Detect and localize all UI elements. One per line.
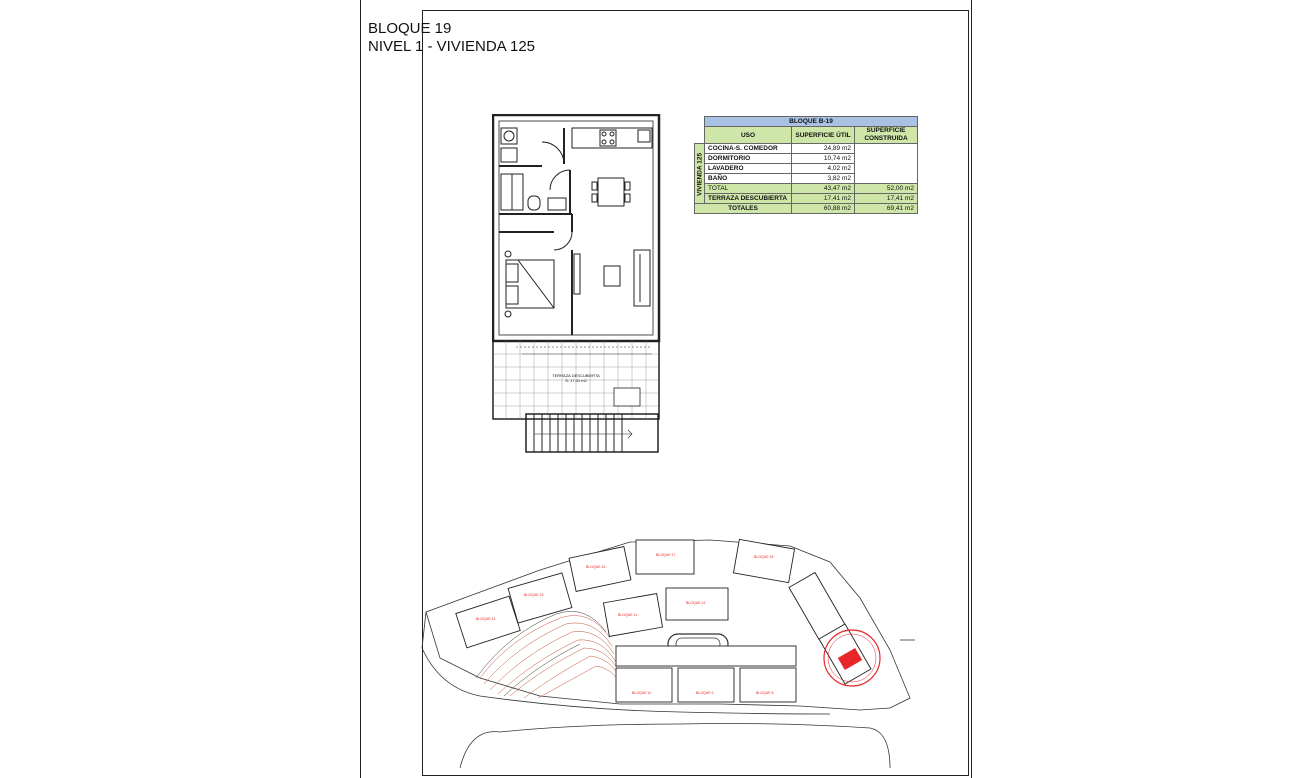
row-construida: 52,00 m2 <box>854 183 918 194</box>
drawing-sheet <box>360 0 972 778</box>
svg-text:BLOQUE 8: BLOQUE 8 <box>756 691 774 695</box>
svg-text:BLOQUE 11: BLOQUE 11 <box>618 613 637 617</box>
row-uso: LAVADERO <box>704 163 792 174</box>
floor-plan: TERRAZA DESCUBIERTA S: 17,41 m2 <box>492 114 661 453</box>
interior-wall-line <box>498 120 654 336</box>
svg-text:BLOQUE 16: BLOQUE 16 <box>586 565 606 569</box>
table-block-header: BLOQUE B-19 <box>704 116 918 127</box>
table-row: VIVIENDA 125 COCINA-S. COMEDOR 24,89 m2 <box>694 143 918 204</box>
row-util: 17,41 m2 <box>791 193 855 204</box>
highlight-circle <box>823 629 881 687</box>
site-block <box>635 539 695 575</box>
table-row: TERRAZA DESCUBIERTA 17,41 m2 17,41 m2 <box>695 193 918 204</box>
sofa <box>633 249 651 307</box>
kitchen-sink <box>637 129 651 143</box>
svg-text:BLOQUE 12: BLOQUE 12 <box>686 601 706 605</box>
svg-text:BLOQUE 18: BLOQUE 18 <box>754 555 774 559</box>
row-util: 10,74 m2 <box>791 153 855 164</box>
site-block <box>507 572 573 624</box>
col-uso: USO <box>704 126 792 144</box>
table-totals-row: TOTALES 60,88 m2 69,41 m2 <box>694 203 918 214</box>
col-util: SUPERFICIE ÚTIL <box>791 126 855 144</box>
table-row: TOTAL 43,47 m2 52,00 m2 <box>695 183 918 194</box>
toilet <box>527 195 541 211</box>
bath-sink <box>547 197 567 211</box>
sheet-title: BLOQUE 19 NIVEL 1 - VIVIENDA 125 <box>368 20 535 56</box>
stairs <box>525 413 659 453</box>
row-uso: DORMITORIO <box>704 153 792 164</box>
totals-label: TOTALES <box>694 203 792 214</box>
boiler <box>500 147 518 163</box>
row-construida-empty <box>854 143 918 184</box>
site-block <box>615 645 797 667</box>
site-block <box>568 546 632 592</box>
cooktop <box>599 129 617 147</box>
dining-table <box>597 177 625 207</box>
row-util: 4,02 m2 <box>791 163 855 174</box>
level-dwelling-title: NIVEL 1 - VIVIENDA 125 <box>368 38 536 55</box>
drawing-frame <box>422 10 969 776</box>
site-block <box>602 593 664 637</box>
svg-text:BLOQUE 10: BLOQUE 10 <box>632 691 652 695</box>
block-title: BLOQUE 19 <box>368 20 452 37</box>
totals-util: 60,88 m2 <box>791 203 855 214</box>
row-util: 3,82 m2 <box>791 173 855 184</box>
dwelling-side-label: VIVIENDA 125 <box>694 143 705 204</box>
row-util: 24,89 m2 <box>791 143 855 154</box>
totals-construida: 69,41 m2 <box>854 203 918 214</box>
row-uso: TERRAZA DESCUBIERTA <box>704 193 792 204</box>
svg-text:BLOQUE 15: BLOQUE 15 <box>524 593 544 597</box>
site-block <box>739 667 797 703</box>
row-uso: TOTAL <box>704 183 792 194</box>
area-table: BLOQUE B-19 USO SUPERFICIE ÚTIL SUPERFIC… <box>694 116 918 214</box>
col-construida: SUPERFICIE CONSTRUIDA <box>854 126 918 144</box>
row-uso: BAÑO <box>704 173 792 184</box>
bed <box>505 259 555 309</box>
washing-machine <box>500 127 518 145</box>
site-boundary <box>425 539 911 711</box>
site-block <box>732 538 796 584</box>
site-block <box>615 667 673 703</box>
site-block <box>665 587 729 621</box>
wardrobe <box>573 253 581 295</box>
kitchen-counter <box>571 127 653 149</box>
terrain-contours <box>479 615 623 699</box>
site-plan: BLOQUE 14 BLOQUE 15 BLOQUE 16 BLOQUE 17 … <box>421 538 915 769</box>
terrace-label: TERRAZA DESCUBIERTA <box>552 373 600 378</box>
svg-text:BLOQUE 17: BLOQUE 17 <box>656 553 676 557</box>
row-construida: 17,41 m2 <box>854 193 918 204</box>
coffee-table <box>603 265 621 287</box>
exterior-wall <box>492 114 661 343</box>
svg-text:BLOQUE 9: BLOQUE 9 <box>696 691 714 695</box>
site-block <box>455 595 521 649</box>
terrace-area: S: 17,41 m2 <box>565 378 587 383</box>
site-block <box>677 667 735 703</box>
svg-text:BLOQUE 14: BLOQUE 14 <box>476 617 496 621</box>
road <box>459 723 891 769</box>
row-uso: COCINA-S. COMEDOR <box>704 143 792 154</box>
highlighted-dwelling <box>837 647 863 671</box>
row-util: 43,47 m2 <box>791 183 855 194</box>
